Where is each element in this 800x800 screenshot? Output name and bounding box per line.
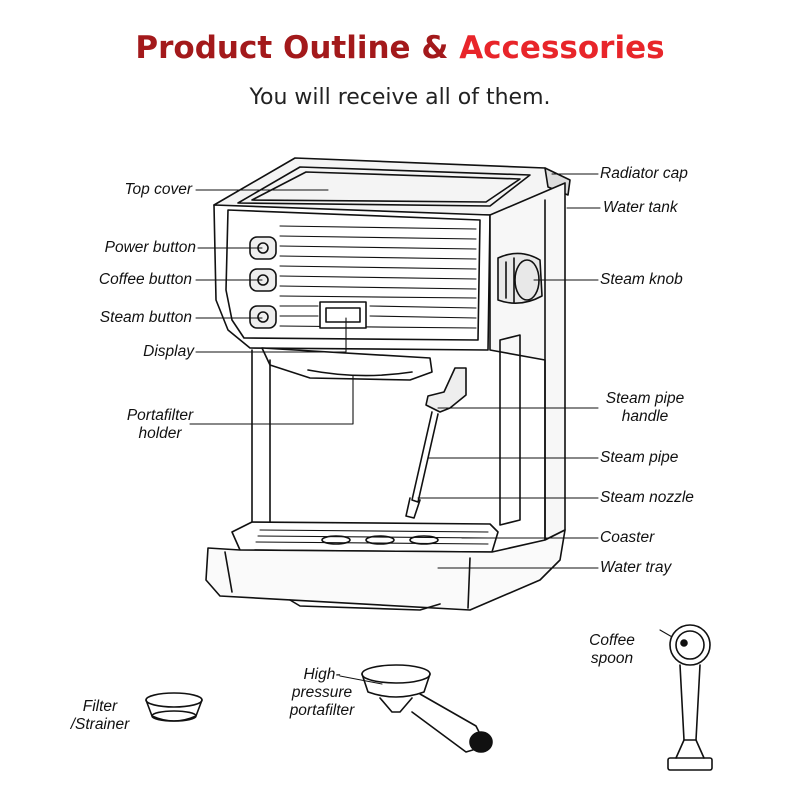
label-high-pressure-portafilter: High- pressure portafilter <box>289 666 355 719</box>
label-top-cover: Top cover <box>124 181 193 198</box>
label-steam-pipe: Steam pipe <box>600 449 679 466</box>
label-coffee-spoon: Coffee spoon <box>589 632 635 667</box>
steam-button-shape <box>249 305 277 329</box>
label-steam-knob: Steam knob <box>600 271 683 288</box>
label-portafilter-holder: Portafilter holder <box>126 407 194 442</box>
steam-nozzle-shape <box>405 497 421 519</box>
label-steam-pipe-handle: Steam pipe handle <box>605 390 685 425</box>
label-filter-strainer: Filter /Strainer <box>70 698 130 733</box>
page-subtitle: You will receive all of them. <box>249 85 551 110</box>
label-water-tray: Water tray <box>600 559 672 576</box>
water-tank-shape <box>489 182 566 541</box>
water-tray-shape <box>205 529 566 611</box>
display-shape <box>319 301 367 329</box>
steam-pipe-handle-shape <box>425 367 467 413</box>
coffee-spoon-illustration <box>667 624 713 771</box>
steam-pipe-shape <box>411 411 439 503</box>
panel-ribs <box>279 225 477 329</box>
filter-strainer-illustration <box>145 692 203 722</box>
label-power-button: Power button <box>104 239 196 256</box>
label-coffee-button: Coffee button <box>98 271 192 288</box>
portafilter-illustration <box>361 664 493 753</box>
leader-lines <box>189 173 687 685</box>
label-steam-button: Steam button <box>99 309 192 326</box>
title-part-2: Accessories <box>459 30 665 66</box>
label-water-tank: Water tank <box>603 199 678 216</box>
steam-knob-shape <box>497 252 543 304</box>
machine-illustration <box>205 157 571 611</box>
label-coaster: Coaster <box>600 529 655 546</box>
label-display: Display <box>143 343 194 360</box>
page-title: Product Outline & Accessories <box>0 30 800 66</box>
label-steam-nozzle: Steam nozzle <box>600 489 694 506</box>
label-radiator-cap: Radiator cap <box>600 165 688 182</box>
title-part-1: Product Outline & <box>135 30 460 66</box>
